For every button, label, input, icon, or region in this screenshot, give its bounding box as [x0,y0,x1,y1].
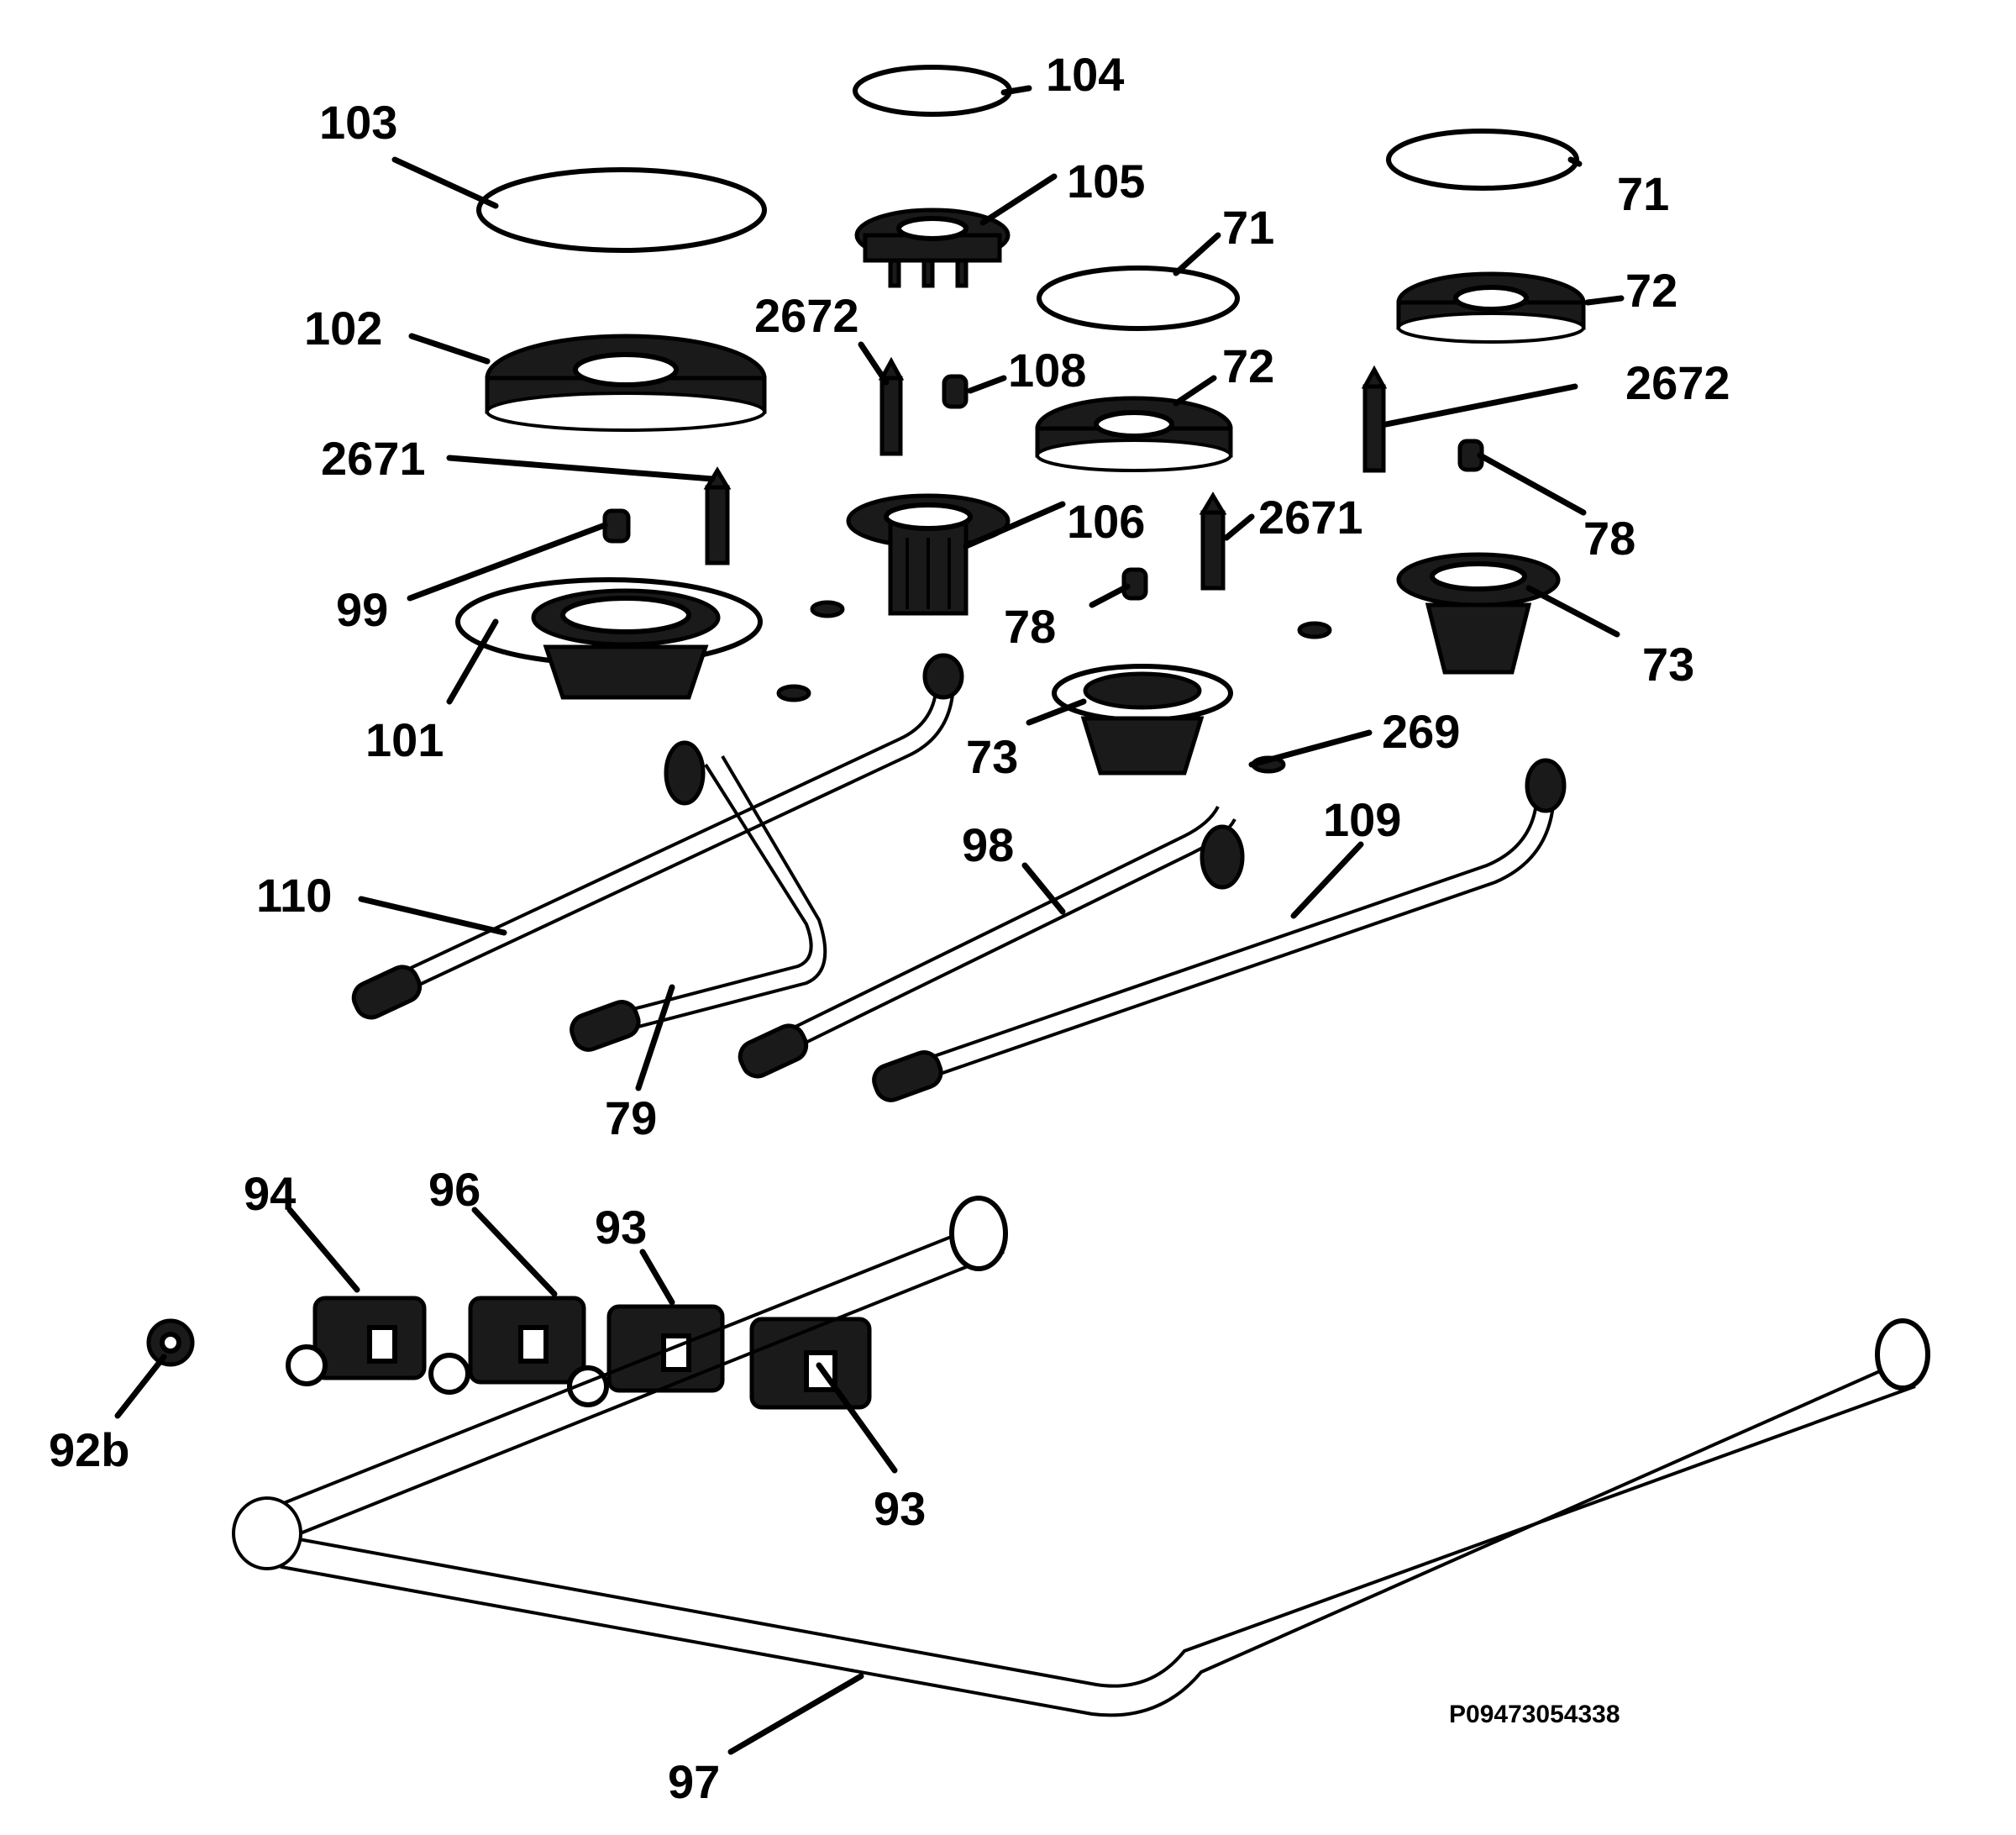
callout-71-middle: 71 [1222,201,1274,254]
part-78-injector-middle [1121,567,1148,601]
callout-93-left: 93 [595,1201,647,1254]
part-99-injector [602,508,631,544]
leader-lines [114,85,1625,1755]
part-102-large-burner-head [485,334,767,432]
part-71-cap-ring-right [1386,129,1579,191]
callout-labels: 103 104 105 71 71 102 2672 108 72 72 267… [49,48,1730,1808]
part-73-burner-body-right [1396,552,1561,675]
callout-103: 103 [319,96,397,149]
callout-71-right: 71 [1617,167,1669,220]
part-110-gas-pipe [351,653,964,1020]
part-109-gas-pipe [872,758,1567,1102]
part-106-burner-body [846,493,1011,616]
part-72-burner-head-right [1396,271,1586,344]
callout-78-middle: 78 [1004,600,1056,653]
callout-97: 97 [668,1755,720,1808]
callout-108: 108 [1008,344,1086,397]
callout-99: 99 [336,583,388,636]
part-103-cap-ring [476,167,767,253]
callout-102: 102 [304,302,382,355]
callout-78-right: 78 [1583,512,1635,565]
callout-106: 106 [1067,495,1145,548]
part-94-gas-valve [286,1296,427,1386]
part-93-gas-valve-right [749,1317,872,1410]
part-71-cap-ring-middle [1037,266,1240,331]
callout-72-right: 72 [1625,264,1677,317]
callout-104: 104 [1046,48,1124,101]
callout-109: 109 [1323,793,1401,846]
callout-2672-left: 2672 [754,289,859,342]
part-2671-thermocouple-right [1199,492,1227,591]
callout-94: 94 [244,1167,296,1220]
callout-96: 96 [428,1163,480,1216]
part-101-large-burner-body [455,577,763,700]
callout-2671-right: 2671 [1258,491,1363,544]
part-2672-electrode-left [878,356,905,456]
callout-93-right: 93 [874,1482,926,1535]
callout-105: 105 [1067,155,1145,208]
part-72-burner-head-middle [1035,396,1233,472]
part-93-gas-valve-left [567,1304,725,1407]
callout-72-middle: 72 [1222,339,1274,392]
part-2672-electrode-right [1361,365,1388,473]
callout-110: 110 [256,869,332,922]
part-2671-thermocouple-left [703,466,732,565]
callout-79: 79 [605,1091,657,1144]
drawing-reference-code: P09473054338 [1449,1701,1620,1728]
part-104-cap-ring [853,65,1012,117]
callout-98: 98 [962,818,1014,871]
part-96-gas-valve [428,1296,586,1395]
callout-92b: 92b [49,1423,130,1476]
callout-73-right: 73 [1642,638,1694,691]
callout-269: 269 [1382,705,1460,758]
part-79-gas-pipe [570,740,827,1052]
part-108-injector [942,374,969,409]
part-105-burner-crown [854,208,1011,288]
callout-101: 101 [365,713,444,766]
callout-2671-left: 2671 [321,432,426,485]
callout-73-middle: 73 [966,730,1018,783]
callout-2672-right: 2672 [1625,356,1730,409]
part-92b-valve-fixing [146,1318,195,1367]
part-73-burner-body-middle [1052,664,1233,776]
part-98-gas-pipe [738,806,1245,1079]
part-97-gas-manifold [232,1196,1930,1717]
